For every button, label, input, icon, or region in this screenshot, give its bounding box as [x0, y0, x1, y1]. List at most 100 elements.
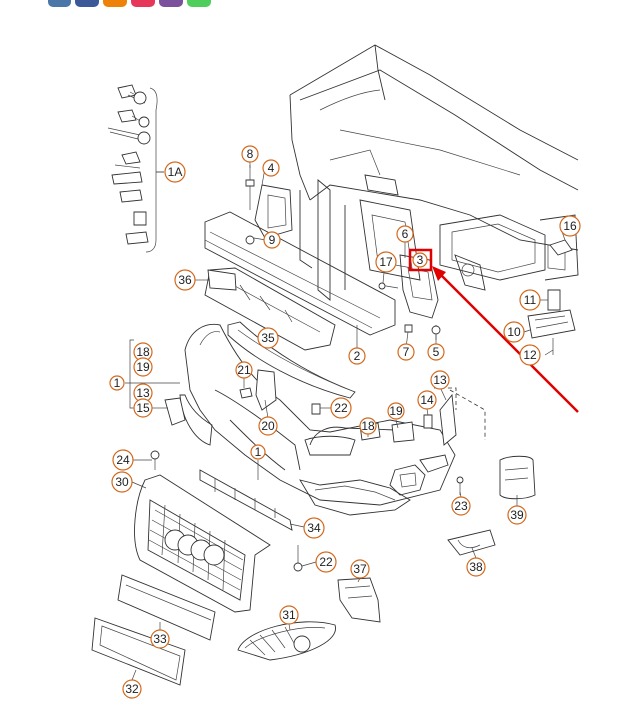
svg-text:14: 14: [420, 393, 434, 407]
screws-1a-drawing: [107, 84, 164, 253]
callout-7: 7: [397, 343, 415, 361]
callout-19-group: 19: [133, 357, 153, 377]
svg-text:8: 8: [247, 147, 254, 161]
callout-11: 11: [519, 289, 541, 311]
callout-22-upper: 22: [330, 397, 352, 419]
svg-text:1A: 1A: [168, 165, 183, 179]
callout-39: 39: [507, 505, 527, 525]
callout-30: 30: [111, 471, 133, 493]
callout-34: 34: [303, 517, 325, 539]
svg-text:7: 7: [403, 345, 410, 359]
callout-38: 38: [466, 557, 486, 577]
callout-labels: 1A 8 4 9 6 3 16 36 17 11 10 12 35 2 7 5 …: [109, 145, 581, 699]
leader-lines: [125, 160, 566, 681]
svg-text:12: 12: [523, 348, 537, 362]
svg-text:15: 15: [136, 401, 150, 415]
viber-share-button[interactable]: [159, 0, 183, 7]
spoiler-35-drawing: [227, 321, 356, 399]
svg-text:36: 36: [178, 273, 192, 287]
svg-text:9: 9: [269, 233, 276, 247]
svg-text:5: 5: [433, 345, 440, 359]
facebook-share-button[interactable]: [75, 0, 99, 7]
callout-21: 21: [235, 361, 253, 379]
callout-31: 31: [279, 605, 299, 625]
callout-17: 17: [375, 251, 397, 273]
svg-text:35: 35: [261, 331, 275, 345]
svg-text:22: 22: [319, 555, 333, 569]
callout-8: 8: [241, 145, 259, 163]
callout-23: 23: [451, 496, 471, 516]
callout-16: 16: [559, 215, 581, 237]
svg-text:17: 17: [379, 255, 393, 269]
whatsapp-share-button[interactable]: [187, 0, 211, 7]
callout-18-part: 18: [359, 417, 377, 435]
svg-text:2: 2: [354, 349, 361, 363]
svg-text:22: 22: [334, 401, 348, 415]
callout-9: 9: [263, 231, 281, 249]
impact-bar-drawing: [204, 211, 396, 351]
callout-2-bar: 2: [348, 347, 366, 365]
callout-12: 12: [519, 344, 541, 366]
share-bar: [48, 0, 211, 7]
bracket-37-drawing: [337, 577, 381, 623]
svg-text:11: 11: [524, 293, 537, 307]
callout-19-part: 19: [387, 402, 405, 420]
svg-text:31: 31: [282, 608, 296, 622]
odnoklassniki-share-button[interactable]: [103, 0, 127, 7]
callout-3: 3: [412, 252, 428, 268]
callout-1-group: 1: [109, 375, 125, 391]
vk-share-button[interactable]: [48, 0, 71, 7]
callout-24: 24: [112, 449, 134, 471]
grille-drawing: [134, 469, 293, 613]
front-carrier-drawing: [254, 44, 579, 319]
callout-36: 36: [174, 269, 196, 291]
callout-32: 32: [122, 679, 142, 699]
callout-1a: 1A: [164, 161, 186, 183]
small-parts-drawing: [150, 165, 576, 572]
svg-text:18: 18: [361, 419, 375, 433]
callout-14: 14: [417, 390, 437, 410]
svg-text:33: 33: [153, 632, 167, 646]
callout-37: 37: [350, 559, 370, 579]
callout-35: 35: [257, 327, 279, 349]
callout-5: 5: [427, 343, 445, 361]
svg-text:37: 37: [353, 562, 367, 576]
callout-15: 15: [133, 398, 153, 418]
svg-text:34: 34: [307, 521, 321, 535]
moimir-share-button[interactable]: [131, 0, 155, 7]
callout-33: 33: [150, 629, 170, 649]
svg-text:38: 38: [469, 560, 483, 574]
callout-4: 4: [262, 159, 280, 177]
svg-text:1: 1: [114, 376, 121, 390]
callout-20: 20: [258, 416, 278, 436]
bumper-cover-drawing: [179, 323, 456, 516]
callout-10: 10: [503, 321, 525, 343]
svg-text:23: 23: [454, 499, 468, 513]
svg-text:16: 16: [563, 219, 577, 233]
svg-text:3: 3: [417, 253, 424, 267]
svg-text:19: 19: [389, 404, 403, 418]
svg-text:20: 20: [261, 419, 275, 433]
fog-grille-drawing: [237, 621, 336, 661]
svg-text:21: 21: [237, 363, 251, 377]
highlight-box: [408, 248, 433, 272]
highlight-arrow-head: [432, 266, 446, 281]
svg-text:1: 1: [255, 445, 262, 459]
callout-22-lower: 22: [315, 551, 337, 573]
callout-1-cover: 1: [250, 444, 266, 460]
svg-text:19: 19: [136, 360, 150, 374]
svg-text:24: 24: [116, 453, 130, 467]
callout-18-group: 18: [133, 342, 153, 362]
svg-text:30: 30: [115, 475, 129, 489]
svg-text:13: 13: [136, 386, 150, 400]
callout-13-right: 13: [430, 370, 450, 390]
svg-text:32: 32: [125, 682, 139, 696]
highlight-arrow: [437, 271, 579, 413]
svg-text:4: 4: [268, 161, 275, 175]
svg-text:10: 10: [507, 325, 521, 339]
svg-text:6: 6: [402, 227, 409, 241]
callout-6: 6: [396, 225, 414, 243]
svg-text:18: 18: [136, 345, 150, 359]
svg-text:39: 39: [510, 508, 524, 522]
